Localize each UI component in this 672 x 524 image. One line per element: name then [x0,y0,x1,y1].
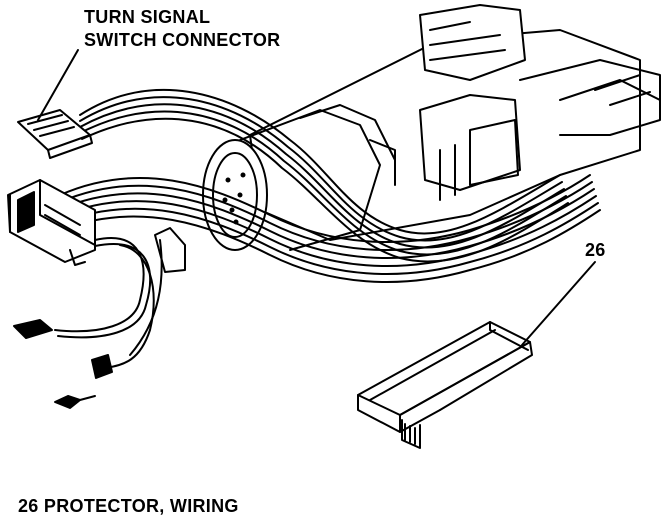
lower-harness [59,174,601,283]
pigtails [13,237,163,409]
protector-leader-line [521,261,596,346]
main-connector [7,179,186,273]
turn-signal-connector [17,109,93,159]
wiring-protector [357,321,533,449]
protector-callout-number: 26 [585,240,606,260]
connector-label-line1: TURN SIGNAL [84,7,211,27]
legend-text: 26 PROTECTOR, WIRING [18,496,239,516]
steering-column [249,4,661,241]
connector-label-line2: SWITCH CONNECTOR [84,30,281,50]
connector-leader-line [37,49,79,121]
